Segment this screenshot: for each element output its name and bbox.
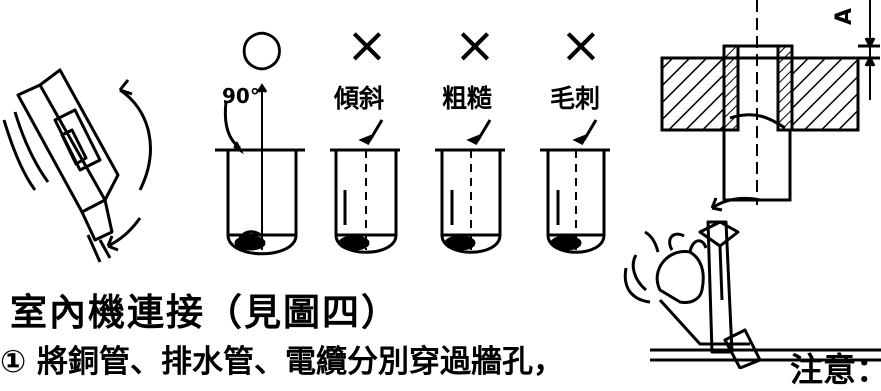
pipe-rough (435, 119, 505, 254)
caption-rough: 粗糙 (442, 84, 493, 113)
pipe-slanted (330, 119, 400, 254)
illustration-layer (2, 0, 881, 369)
instruction-line-1: ① 將銅管、排水管、電纜分別穿過牆孔， (0, 344, 565, 380)
caption-slanted: 傾斜 (334, 84, 385, 113)
pipe-cutter-illustration (2, 68, 152, 263)
pipe-burr (540, 119, 610, 254)
angle-label: 90° (222, 84, 260, 108)
wrong-mark-rough: × (454, 16, 496, 74)
wrong-mark-slanted: × (346, 16, 388, 74)
section-heading: 室內機連接（見圖四） (10, 291, 400, 334)
dimension-label-a: A (832, 7, 858, 26)
correct-mark: ○ (240, 18, 284, 76)
note-label: 注意： (790, 350, 881, 389)
flaring-tool-with-hand (623, 196, 881, 369)
flare-cross-section (660, 0, 880, 205)
caption-burr: 毛刺 (550, 84, 601, 113)
pipe-90-degree (215, 83, 305, 256)
wrong-mark-burr: × (560, 16, 602, 74)
